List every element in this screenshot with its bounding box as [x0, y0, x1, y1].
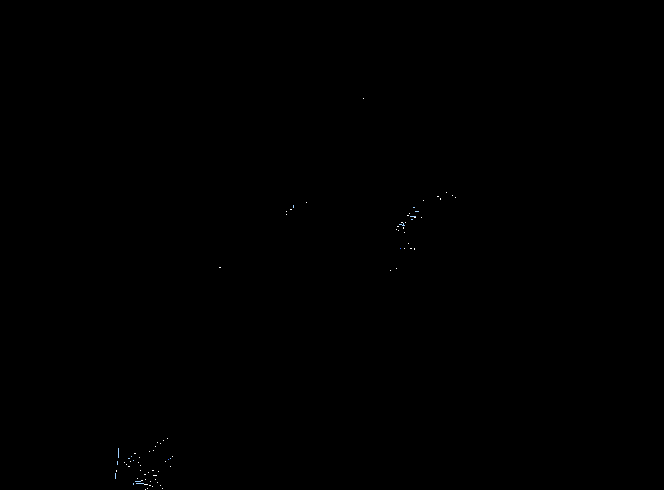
speckle — [116, 470, 117, 472]
speckle — [139, 457, 140, 458]
speckle — [140, 470, 141, 471]
speckle — [118, 448, 119, 458]
speckle — [363, 98, 364, 99]
speckle — [396, 268, 397, 269]
speckle — [410, 248, 412, 249]
speckle — [117, 461, 118, 465]
speckle — [446, 192, 447, 193]
speckle — [440, 198, 441, 200]
speckle — [158, 471, 159, 472]
speckle — [128, 458, 130, 459]
speckle — [408, 243, 409, 244]
speckle — [136, 483, 144, 484]
speckle — [396, 229, 397, 230]
speckle — [400, 248, 401, 249]
speckle — [405, 222, 406, 223]
speckle — [115, 473, 116, 479]
speckle — [290, 209, 292, 210]
speckle — [162, 488, 163, 489]
speckle — [153, 450, 154, 451]
speckle — [149, 451, 150, 452]
speckle — [170, 466, 171, 467]
speckle — [403, 227, 404, 229]
speckle — [152, 486, 153, 487]
speckle — [423, 200, 424, 201]
speckle — [149, 485, 151, 486]
speckle — [130, 461, 131, 462]
speckle — [293, 205, 294, 208]
speckle — [437, 196, 439, 197]
speckle — [401, 222, 403, 223]
speckle — [152, 470, 154, 471]
speckle — [144, 474, 146, 475]
speckle — [134, 453, 136, 454]
speckle — [168, 459, 169, 460]
speckle — [153, 475, 157, 476]
speckle — [415, 211, 419, 212]
speckle — [172, 456, 173, 457]
speckle — [421, 217, 422, 218]
speckle — [157, 482, 158, 483]
speckle — [170, 458, 171, 459]
speckle — [398, 230, 399, 231]
speckle — [128, 466, 130, 467]
speckle — [390, 270, 391, 271]
speckle — [165, 461, 166, 462]
speckle — [160, 443, 161, 444]
speckle — [306, 202, 307, 203]
speckle — [399, 224, 402, 225]
speckle — [404, 248, 405, 249]
speckle — [163, 440, 164, 441]
speckle — [397, 226, 399, 227]
speckle — [407, 215, 409, 216]
speckle — [138, 462, 139, 463]
speckle — [219, 267, 221, 268]
speckle — [148, 472, 149, 473]
speckle — [409, 213, 410, 214]
speckle — [157, 442, 158, 443]
speckle — [126, 464, 127, 465]
speckle — [413, 207, 415, 208]
speckle — [133, 460, 134, 461]
speckle — [133, 483, 134, 485]
speckle — [124, 462, 125, 463]
speckle — [452, 195, 453, 196]
speckle — [155, 446, 156, 447]
speckle — [167, 438, 168, 439]
speckle — [455, 197, 456, 198]
speckle — [414, 248, 415, 250]
speckle — [141, 480, 143, 481]
speckle — [286, 211, 287, 212]
speckle — [410, 216, 416, 217]
speckle — [147, 488, 148, 489]
speckle — [145, 479, 146, 480]
speckle — [140, 465, 141, 466]
speckle — [131, 456, 132, 457]
speckle — [150, 481, 151, 482]
speckle — [135, 481, 141, 482]
speckle — [155, 479, 156, 480]
speckle — [403, 223, 404, 225]
speckle — [160, 485, 161, 486]
speckle — [286, 214, 287, 215]
speckle — [137, 478, 138, 479]
speckle — [404, 232, 405, 233]
speckle — [144, 484, 148, 485]
speckle — [414, 217, 416, 218]
speckle — [411, 219, 413, 220]
speckle — [402, 225, 405, 226]
